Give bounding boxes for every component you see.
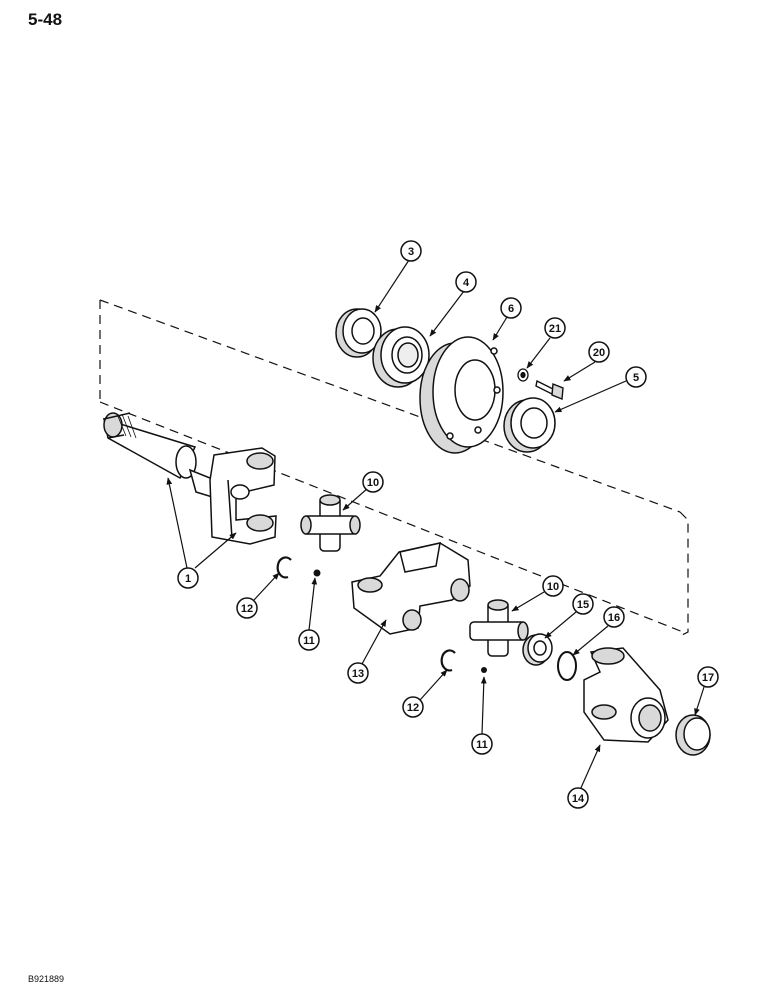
leader-10b: [511, 591, 545, 612]
callout-17: 17: [697, 666, 719, 688]
callout-label: 1: [185, 573, 191, 585]
leader-13: [361, 619, 387, 665]
seal-part-17: [675, 714, 711, 756]
leader-12b: [419, 669, 448, 701]
leader-11a: [308, 577, 318, 631]
leader-6: [492, 316, 508, 341]
callout-label: 6: [508, 303, 514, 315]
callout-12-lower: 12: [402, 696, 424, 718]
leader-16: [572, 625, 609, 656]
snap-ring-part-12-lower: [440, 649, 456, 672]
callout-11-lower: 11: [471, 733, 493, 755]
figure-code: B921889: [28, 974, 65, 984]
callout-label: 12: [407, 702, 419, 714]
callout-4: 4: [455, 271, 477, 293]
bolt-part-20: [535, 379, 564, 400]
lock-washer-part-21: [517, 368, 529, 382]
bearing-part-4: [372, 326, 430, 388]
leader-4: [429, 290, 465, 337]
callout-13: 13: [347, 662, 369, 684]
callout-label: 5: [633, 372, 639, 384]
callout-label: 4: [463, 277, 470, 289]
seal-part-5: [503, 397, 556, 453]
leader-3: [374, 259, 410, 313]
callout-3: 3: [400, 240, 422, 262]
callout-label: 17: [702, 672, 714, 684]
callout-circles: 3 4 6 21 20 5 1 10 12 11 13 10 15 16 12: [177, 240, 719, 809]
callout-11-upper: 11: [298, 629, 320, 651]
callout-10-lower: 10: [542, 575, 564, 597]
callout-label: 20: [593, 347, 605, 359]
shaft-yoke-part-1: [103, 412, 277, 545]
callout-label: 21: [549, 323, 561, 335]
snap-ring-part-12-upper: [276, 556, 292, 579]
universal-cross-part-10-upper: [300, 494, 361, 552]
callout-label: 3: [408, 246, 414, 258]
callout-label: 16: [608, 612, 620, 624]
callout-12-upper: 12: [236, 597, 258, 619]
leader-5: [554, 380, 627, 413]
callout-5: 5: [625, 366, 647, 388]
seal-part-3: [335, 308, 382, 358]
leader-10a: [342, 487, 369, 511]
callout-label: 12: [241, 603, 253, 615]
coupling-yoke-part-13: [351, 542, 471, 635]
leader-20: [563, 361, 596, 382]
callout-1: 1: [177, 567, 199, 589]
callout-label: 14: [572, 793, 585, 805]
callout-label: 15: [577, 599, 589, 611]
seal-part-15: [522, 633, 553, 666]
leader-11b: [480, 676, 487, 735]
leader-17: [694, 686, 705, 716]
callout-15: 15: [572, 593, 594, 615]
callout-16: 16: [603, 606, 625, 628]
ring-part-16: [557, 651, 577, 681]
leader-21: [526, 337, 551, 369]
slip-yoke-part-14: [583, 647, 669, 743]
grease-fitting-part-11-lower: [481, 667, 487, 673]
leader-15: [544, 611, 577, 639]
grease-fitting-part-11-upper: [313, 569, 321, 577]
assembly-dashed-outline: [99, 299, 689, 637]
callout-label: 13: [352, 668, 364, 680]
page-number: 5-48: [28, 10, 63, 29]
callout-label: 10: [547, 581, 559, 593]
bearing-housing-part-6: [419, 336, 504, 454]
leader-1b: [194, 532, 237, 569]
leader-14: [579, 744, 601, 791]
callout-10-upper: 10: [362, 471, 384, 493]
callout-14: 14: [567, 787, 589, 809]
leader-12a: [253, 572, 280, 601]
callout-6: 6: [500, 297, 522, 319]
leader-lines: [166, 259, 705, 791]
callout-label: 10: [367, 477, 379, 489]
callout-label: 11: [476, 739, 488, 751]
callout-20: 20: [588, 341, 610, 363]
universal-cross-part-10-lower: [469, 599, 529, 657]
callout-21: 21: [544, 317, 566, 339]
callout-label: 11: [303, 635, 315, 647]
leader-1a: [166, 477, 188, 569]
